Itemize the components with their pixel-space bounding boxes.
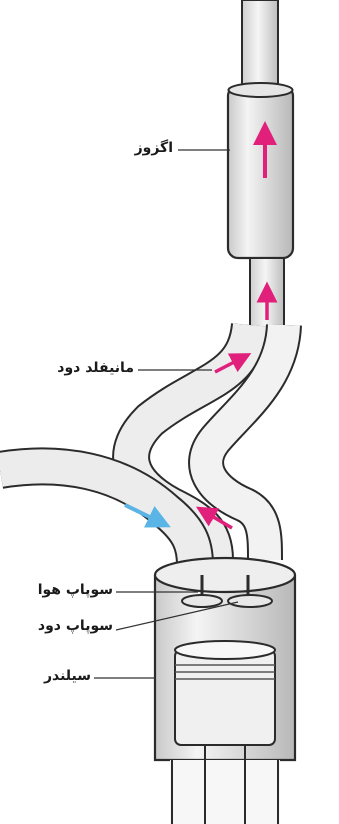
label-exhaust-valve: سوپاپ دود [38, 618, 113, 634]
tail-pipe [242, 0, 278, 88]
label-intake-valve: سوپاپ هوا [38, 582, 113, 598]
muffler [228, 83, 293, 258]
label-exhaust-manifold: مانیفلد دود [57, 360, 134, 376]
label-cylinder: سیلندر [44, 668, 91, 684]
exhaust-pipe [250, 258, 284, 328]
label-exhaust: اگزوز [135, 140, 173, 156]
